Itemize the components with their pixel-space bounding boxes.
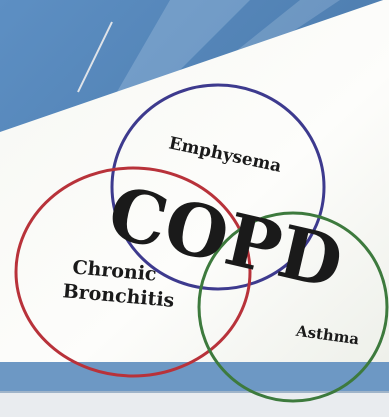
lower-strip — [0, 362, 389, 392]
lower-panel-edge — [0, 392, 389, 417]
